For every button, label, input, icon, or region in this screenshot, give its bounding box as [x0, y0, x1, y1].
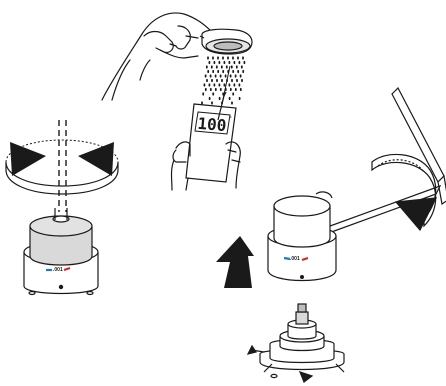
water-droplet — [232, 92, 234, 95]
water-droplet — [216, 65, 218, 68]
water-droplet — [241, 65, 243, 68]
water-droplet — [226, 65, 228, 68]
water-droplet — [237, 56, 239, 59]
water-droplet — [231, 101, 233, 104]
water-droplet — [216, 79, 218, 82]
water-droplet — [217, 56, 219, 59]
water-droplet — [209, 61, 211, 64]
thermometer: 100 ° — [186, 66, 236, 182]
water-droplet — [212, 56, 214, 59]
water-droplet — [236, 65, 238, 68]
water-droplet — [210, 74, 212, 77]
water-droplet — [240, 74, 242, 77]
thermometer-reading: 100 — [197, 114, 227, 135]
water-droplet — [240, 88, 242, 91]
water-droplet — [206, 79, 208, 82]
water-droplet — [221, 65, 223, 68]
thermometer-unit: ° — [229, 115, 232, 123]
water-droplet — [232, 56, 234, 59]
water-droplet — [219, 61, 221, 64]
water-droplet — [227, 56, 229, 59]
water-droplet — [222, 70, 224, 73]
water-droplet — [234, 61, 236, 64]
water-droplet — [210, 88, 212, 91]
water-droplet — [230, 74, 232, 77]
hand-with-shower-head — [102, 13, 232, 100]
water-droplet — [224, 83, 226, 86]
cartridge-right: .001 — [268, 192, 336, 281]
water-droplet — [229, 83, 231, 86]
arrow-right-rotation — [78, 142, 114, 176]
water-droplet — [207, 70, 209, 73]
water-droplet — [229, 61, 231, 64]
water-droplet — [239, 97, 241, 100]
water-droplet — [230, 88, 232, 91]
water-droplet — [225, 74, 227, 77]
water-droplet — [217, 70, 219, 73]
water-droplet — [235, 88, 237, 91]
rotation-indicator-left — [6, 120, 118, 212]
water-droplet — [204, 83, 206, 86]
water-droplet — [232, 70, 234, 73]
water-droplet — [205, 74, 207, 77]
valve-stem — [248, 304, 344, 382]
water-droplet — [214, 83, 216, 86]
water-droplet — [215, 74, 217, 77]
arrow-up — [216, 236, 254, 288]
water-droplet — [237, 70, 239, 73]
water-droplet — [222, 56, 224, 59]
water-droplet — [211, 79, 213, 82]
water-droplet — [239, 83, 241, 86]
water-droplet — [234, 83, 236, 86]
water-droplet — [236, 79, 238, 82]
water-droplet — [207, 56, 209, 59]
water-droplet — [202, 92, 204, 95]
water-droplet — [211, 101, 213, 104]
water-droplet — [241, 79, 243, 82]
shower-head — [200, 29, 252, 54]
water-droplet — [242, 70, 244, 73]
water-droplet — [239, 61, 241, 64]
water-droplet — [229, 97, 231, 100]
water-droplet — [214, 61, 216, 64]
water-droplet — [215, 88, 217, 91]
water-droplet — [242, 56, 244, 59]
water-droplet — [231, 65, 233, 68]
water-droplet — [244, 61, 246, 64]
water-droplet — [206, 65, 208, 68]
arrow-left-rotation — [10, 142, 46, 176]
water-droplet — [235, 74, 237, 77]
water-droplet — [212, 92, 214, 95]
water-droplet — [221, 79, 223, 82]
water-droplet — [219, 83, 221, 86]
water-droplet — [220, 74, 222, 77]
water-droplet — [224, 61, 226, 64]
water-droplet — [205, 88, 207, 91]
water-droplet — [211, 65, 213, 68]
water-droplet — [209, 83, 211, 86]
water-droplet — [231, 79, 233, 82]
water-droplet — [219, 97, 221, 100]
scale-label-left: .001 — [53, 267, 63, 273]
cartridge-left: .001 — [24, 208, 98, 295]
scale-label-right: .001 — [290, 256, 300, 262]
water-droplet — [209, 97, 211, 100]
water-droplet — [212, 70, 214, 73]
water-droplet — [220, 88, 222, 91]
